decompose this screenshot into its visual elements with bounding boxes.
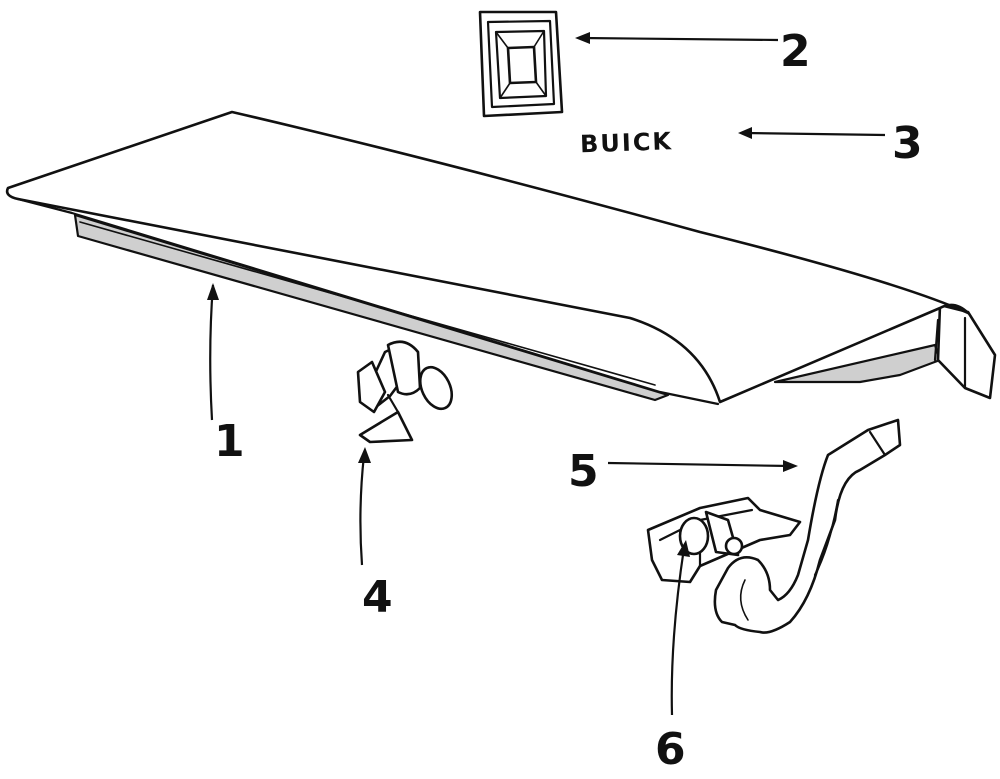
trunk-lid [5, 110, 997, 406]
callout-3: 3 [892, 118, 923, 169]
bumper-stop [356, 340, 454, 444]
callout-1: 1 [214, 416, 245, 467]
ornament-plate [478, 10, 564, 118]
callout-2: 2 [780, 26, 811, 77]
callout-4: 4 [362, 572, 393, 623]
nameplate-text: BUICK [580, 127, 674, 158]
callout-5: 5 [568, 446, 599, 497]
callout-6: 6 [655, 724, 686, 775]
leader-lines [207, 32, 886, 716]
hinge [646, 418, 902, 634]
